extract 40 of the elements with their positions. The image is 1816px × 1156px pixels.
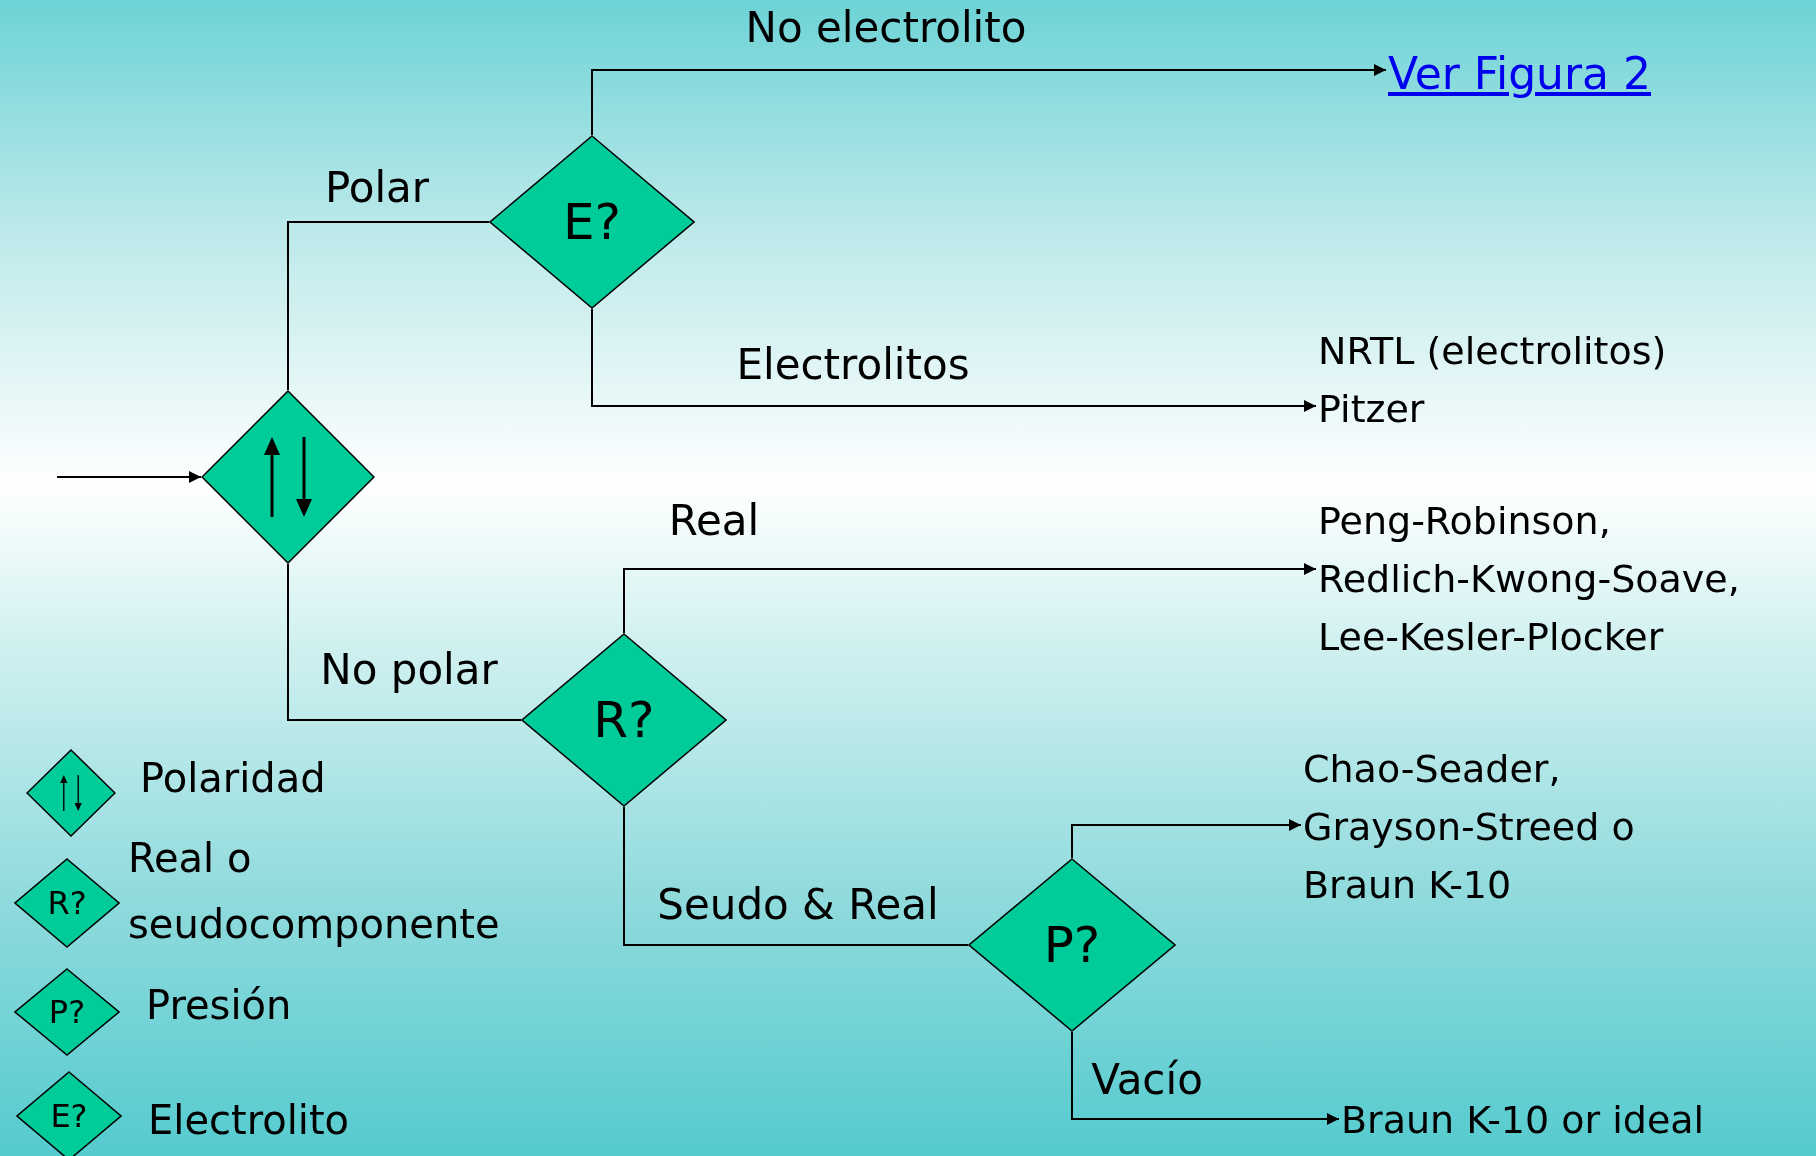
arrow — [623, 563, 1317, 634]
connector-line — [623, 806, 969, 946]
connector-line — [287, 563, 522, 721]
arrow — [56, 471, 202, 483]
edge-label: Vacío — [1091, 1055, 1203, 1106]
model-name-text: Redlich-Kwong-Soave, — [1318, 556, 1740, 603]
edge-label: Electrolitos — [736, 340, 970, 391]
edge-label: Seudo & Real — [657, 880, 939, 931]
decision-diamond — [201, 390, 375, 564]
figure-link: Ver Figura 2 — [1388, 48, 1651, 101]
model-name-text: Grayson-Streed o — [1303, 804, 1635, 851]
model-name-text: Braun K-10 or ideal — [1341, 1097, 1705, 1144]
diamond-label: R? — [593, 695, 655, 745]
model-name-text: Chao-Seader, — [1303, 746, 1562, 793]
decision-diamond — [968, 858, 1176, 1032]
model-name-text: NRTL (electrolitos) — [1318, 328, 1667, 375]
connector-line — [287, 221, 490, 391]
edge-label: Real — [668, 496, 760, 547]
symbol-label: R? — [47, 887, 87, 919]
edge-label: Polar — [324, 163, 430, 214]
model-name-text: Lee-Kesler-Plocker — [1318, 614, 1665, 661]
decision-diamond — [489, 135, 695, 309]
arrow — [1071, 819, 1302, 859]
legend-text: Polaridad — [140, 754, 327, 803]
decision-diamond — [521, 633, 727, 807]
legend-text: Real o seudocomponente — [128, 834, 501, 949]
symbol-label: P? — [48, 996, 86, 1028]
edge-label: No polar — [320, 645, 498, 696]
arrow — [1071, 1031, 1340, 1125]
legend-text: Presión — [146, 981, 293, 1030]
model-name-text: Pitzer — [1318, 386, 1426, 433]
model-name-text: Peng-Robinson, — [1318, 498, 1612, 545]
symbol-label: E? — [50, 1100, 88, 1132]
arrow — [591, 64, 1387, 136]
diamond-label: P? — [1043, 920, 1101, 970]
model-name-text: Braun K-10 — [1303, 862, 1513, 909]
arrow — [591, 308, 1317, 412]
diamond-label: E? — [562, 197, 622, 247]
edge-label: No electrolito — [745, 3, 1027, 54]
legend-text: Electrolito — [148, 1096, 351, 1145]
